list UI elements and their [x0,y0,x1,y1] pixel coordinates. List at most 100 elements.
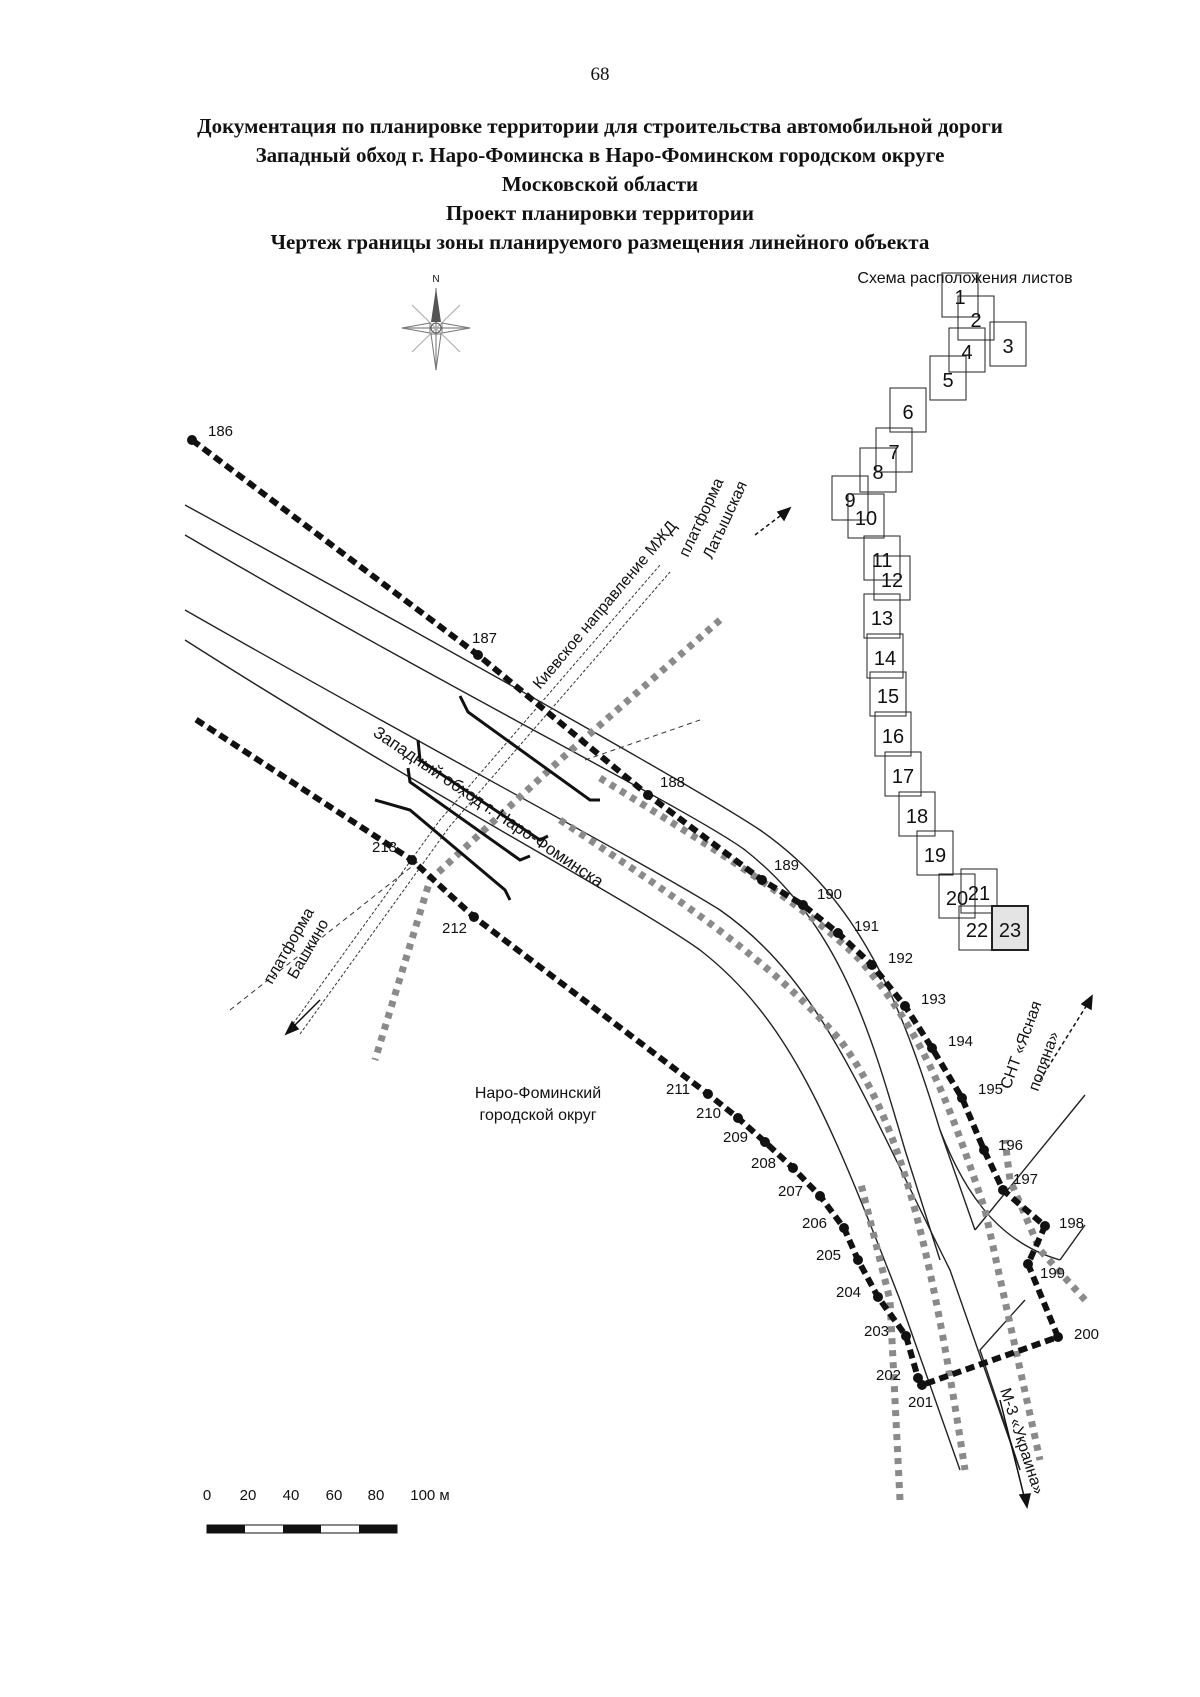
boundary-point-label: 206 [802,1215,827,1232]
boundary-point-marker [703,1089,713,1099]
sheet-box [957,295,995,341]
title-line: Документация по планировке территории дл… [197,114,1003,138]
compass-rose-icon [401,288,471,371]
boundary-point-marker [643,790,653,800]
sheet-number: 6 [902,402,913,424]
boundary-point-marker [979,1145,989,1155]
boundary-point-label: 205 [816,1247,841,1264]
sheet-box [889,387,927,433]
scale-tick-label: 80 [368,1487,385,1504]
boundary-point-label: 199 [1040,1265,1065,1282]
sheet-box [863,593,901,639]
sheet-number: 7 [888,442,899,464]
boundary-point-marker [873,1292,883,1302]
boundary-point-label: 186 [208,423,233,440]
boundary-point-label: 198 [1059,1215,1084,1232]
sheet-number: 8 [872,462,883,484]
sheet-number: 21 [968,883,990,905]
sheet-box [863,535,901,581]
boundary-point-marker [798,900,808,910]
boundary-point-label: 188 [660,774,685,791]
boundary-point-label: 189 [774,857,799,874]
sheet-box [831,475,869,521]
sheet-number: 19 [924,845,946,867]
sheet-box [916,830,954,876]
document-title: Документация по планировке территории дл… [0,112,1200,257]
sheet-box [884,751,922,797]
bridge-structures [374,695,600,901]
boundary-point-marker [833,928,843,938]
scale-tick-label: 100 м [410,1487,450,1504]
sheet-number: 16 [882,726,904,748]
boundary-point-label: 213 [372,839,397,856]
sheet-box [874,711,912,757]
sheet-number: 4 [961,342,972,364]
boundary-point-label: 210 [696,1105,721,1122]
sheet-box [960,868,998,914]
sheet-number: 9 [844,490,855,512]
boundary-point-label: 193 [921,991,946,1008]
boundary-point-label: 202 [876,1367,901,1384]
boundary-point-label: 203 [864,1323,889,1340]
boundary-point-label: 196 [998,1137,1023,1154]
boundary-point-label: 197 [1013,1171,1038,1188]
sheet-number: 11 [872,550,893,572]
sheet-number: 22 [966,920,988,942]
zone-boundary-line [190,437,1062,1389]
sheet-box [873,555,911,601]
boundary-point-marker [473,650,483,660]
boundary-point-marker [469,912,479,922]
boundary-point-label: 201 [908,1394,933,1411]
district-label: Наро-Фоминский [475,1085,601,1102]
boundary-point-marker [733,1113,743,1123]
boundary-point-marker [839,1223,849,1233]
sheet-scheme-title: Схема расположения листов [857,270,1072,287]
title-line: Проект планировки территории [445,201,755,225]
sheet-box [875,427,913,473]
district-label: городской округ [479,1107,596,1124]
sheet-box [938,873,976,919]
railway-label: Киевское направление МЖД [530,518,680,693]
boundary-point-marker [867,960,877,970]
boundary-point-marker [757,875,767,885]
boundary-point-marker [913,1373,923,1383]
boundary-point-marker [957,1093,967,1103]
boundary-point-marker [900,1001,910,1011]
boundary-point-label: 190 [817,886,842,903]
sheet-box [869,671,907,717]
page-number: 68 [590,64,610,85]
boundary-point-label: 192 [888,950,913,967]
sheet-number: 5 [942,370,953,392]
road-carriageway [184,504,1086,1471]
sheet-number: 17 [892,766,914,788]
scale-tick-label: 40 [283,1487,300,1504]
sheet-number: 2 [970,310,981,332]
sheet-number: 1 [954,287,965,309]
sheet-number: 15 [877,686,899,708]
m3-highway-label: М-3 «Украина» [996,1386,1046,1497]
sheet-box [989,321,1027,367]
sheet-number: 23 [999,920,1021,942]
sheet-number: 12 [881,570,903,592]
boundary-point-label: 209 [723,1129,748,1146]
railway-kiev-direction [229,564,701,1035]
boundary-point-marker [927,1043,937,1053]
boundary-point-label: 191 [854,918,879,935]
boundary-point-label: 194 [948,1033,973,1050]
boundary-point-label: 200 [1074,1326,1099,1343]
land-allotment-boundary [371,617,1088,1501]
boundary-point-label: 204 [836,1284,861,1301]
title-line: Московской области [501,172,699,196]
boundary-point-marker [1053,1332,1063,1342]
sheet-box [929,355,967,401]
sheet-number: 20 [946,888,968,910]
scale-tick-label: 60 [326,1487,343,1504]
scale-tick-label: 20 [240,1487,257,1504]
sheet-box [866,633,904,679]
boundary-point-marker [998,1185,1008,1195]
scale-bar [206,1524,398,1534]
title-line: Чертеж границы зоны планируемого размеще… [270,230,930,254]
boundary-point-marker [853,1255,863,1265]
